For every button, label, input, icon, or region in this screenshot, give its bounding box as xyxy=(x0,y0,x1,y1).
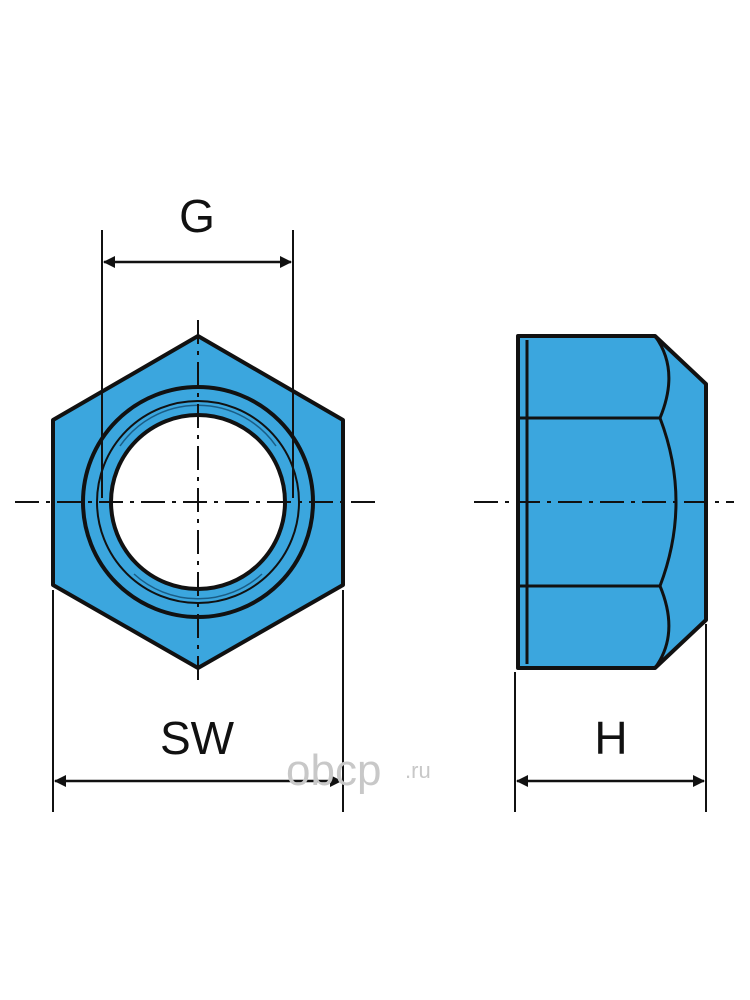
h-dimension: H xyxy=(514,624,707,812)
sw-dimension: SW xyxy=(52,590,344,812)
sw-label: SW xyxy=(160,712,235,764)
watermark: obcp .ru xyxy=(286,746,431,795)
side-chamfer-curve-top xyxy=(653,335,671,419)
watermark-suffix: .ru xyxy=(405,758,431,783)
g-dimension: G xyxy=(101,190,294,498)
side-view xyxy=(474,334,734,670)
h-label: H xyxy=(594,712,627,764)
g-label: G xyxy=(179,190,215,242)
side-chamfer-curve-bottom xyxy=(653,585,671,669)
front-view xyxy=(15,320,382,680)
thread-hint-arc-lower xyxy=(133,573,263,600)
watermark-brand: obcp xyxy=(286,746,381,795)
